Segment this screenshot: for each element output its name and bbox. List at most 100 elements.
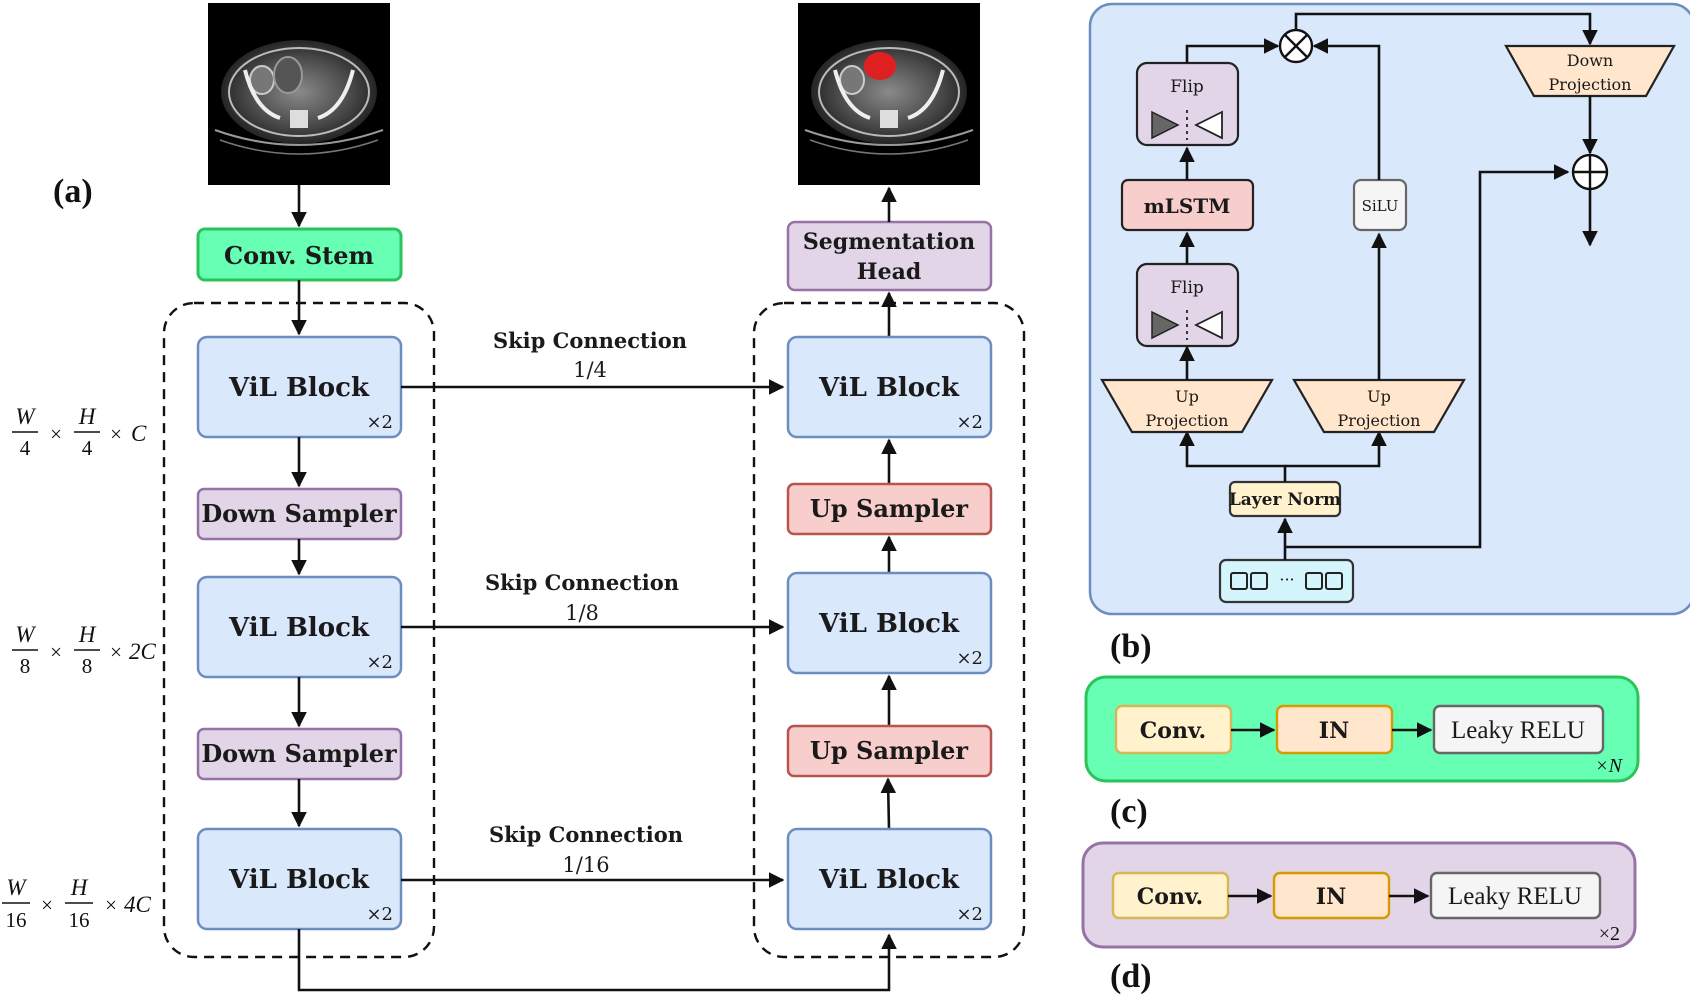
up-projection-right: Up Projection — [1292, 378, 1466, 434]
svg-text:IN: IN — [1319, 718, 1349, 744]
output-segmentation-image — [798, 3, 980, 185]
panel-label-b: (b) — [1110, 628, 1152, 665]
svg-text:H: H — [78, 622, 97, 647]
svg-text:×: × — [110, 422, 122, 446]
conv-box-d: Conv. — [1111, 871, 1230, 920]
up-projection-left: Up Projection — [1100, 378, 1274, 434]
repeat-label: ×2 — [366, 904, 393, 925]
svg-text:Flip: Flip — [1170, 77, 1204, 97]
flip-upper: Flip — [1135, 61, 1240, 147]
svg-text:W: W — [6, 875, 27, 900]
vil-block-label: ViL Block — [228, 613, 370, 643]
down-sampler-detail-panel: Conv. IN Leaky RELU ×2 — [1081, 841, 1637, 949]
svg-text:Up: Up — [1367, 387, 1391, 406]
encoder-vil-block-3: ViL Block ×2 — [196, 827, 403, 931]
repeat-n-label: ×N — [1595, 755, 1623, 777]
svg-text:W: W — [15, 622, 36, 647]
vil-block-label: ViL Block — [228, 865, 370, 895]
encoder-vil-block-2: ViL Block ×2 — [196, 575, 403, 679]
layer-norm-box: Layer Norm — [1229, 480, 1341, 518]
repeat-label: ×2 — [366, 652, 393, 673]
down-projection: Down Projection — [1504, 44, 1676, 98]
encoder-down-sampler-2: Down Sampler — [196, 727, 403, 781]
skip-connection-2: Skip Connection 1/8 — [401, 570, 785, 635]
svg-text:Layer Norm: Layer Norm — [1229, 490, 1341, 510]
conv-stem-label: Conv. Stem — [224, 241, 374, 270]
svg-text:Up Sampler: Up Sampler — [810, 494, 969, 523]
svg-text:W: W — [15, 404, 36, 429]
add-icon — [1571, 153, 1609, 191]
svg-text:H: H — [78, 404, 97, 429]
svg-text:mLSTM: mLSTM — [1144, 194, 1231, 218]
panel-label-d: (d) — [1110, 958, 1152, 994]
svg-text:Projection: Projection — [1338, 411, 1421, 430]
silu-box: SiLU — [1352, 178, 1408, 232]
svg-text:4C: 4C — [124, 892, 152, 917]
svg-text:8: 8 — [20, 654, 31, 678]
skip-connection-1: Skip Connection 1/4 — [401, 328, 785, 395]
svg-text:×: × — [50, 640, 62, 664]
token-sequence: ··· — [1218, 558, 1355, 604]
conv-box-c: Conv. — [1114, 704, 1233, 755]
svg-text:4: 4 — [20, 436, 31, 460]
down-sampler-label: Down Sampler — [201, 499, 397, 528]
svg-text:4: 4 — [82, 436, 93, 460]
svg-text:Leaky RELU: Leaky RELU — [1448, 883, 1582, 910]
svg-text:×: × — [50, 422, 62, 446]
svg-text:1/8: 1/8 — [565, 601, 599, 625]
svg-text:Flip: Flip — [1170, 278, 1204, 298]
svg-text:Head: Head — [857, 259, 921, 285]
conv-stem-detail-panel: Conv. IN Leaky RELU ×N — [1084, 675, 1640, 783]
svg-text:2C: 2C — [129, 639, 157, 664]
vil-block-detail-panel: ··· Layer Norm Up Projection Up Projecti… — [1088, 2, 1690, 616]
multiply-icon — [1278, 28, 1314, 64]
instance-norm-box-c: IN — [1275, 704, 1394, 755]
encoder-down-sampler-1: Down Sampler — [196, 487, 403, 541]
dim-label-3: W 16 × H 16 × 4C — [2, 875, 152, 932]
svg-text:ViL Block: ViL Block — [818, 609, 960, 639]
svg-text:×: × — [110, 640, 122, 664]
mlstm-box: mLSTM — [1120, 178, 1255, 232]
svg-text:×2: ×2 — [956, 904, 983, 925]
svg-text:Conv.: Conv. — [1140, 718, 1206, 744]
svg-text:Conv.: Conv. — [1137, 884, 1203, 910]
svg-text:C: C — [131, 421, 147, 446]
svg-text:IN: IN — [1316, 884, 1346, 910]
svg-text:1/16: 1/16 — [562, 853, 609, 877]
svg-text:16: 16 — [6, 908, 27, 932]
repeat-2-label: ×2 — [1599, 923, 1620, 945]
flip-lower: Flip — [1135, 262, 1240, 348]
conv-stem-box: Conv. Stem — [196, 227, 403, 282]
panel-label-c: (c) — [1110, 793, 1148, 830]
svg-text:ViL Block: ViL Block — [818, 373, 960, 403]
bottleneck-connection — [297, 929, 897, 992]
svg-text:Skip Connection: Skip Connection — [493, 328, 687, 353]
decoder-vil-block-3: ViL Block ×2 — [786, 827, 993, 931]
svg-text:×: × — [105, 893, 117, 917]
dim-label-1: W 4 × H 4 × C — [12, 404, 147, 460]
svg-text:Down: Down — [1567, 51, 1613, 70]
vil-block-label: ViL Block — [228, 373, 370, 403]
svg-text:H: H — [70, 875, 89, 900]
input-ct-image — [208, 3, 390, 185]
svg-text:×: × — [41, 893, 53, 917]
svg-text:SiLU: SiLU — [1362, 197, 1399, 215]
decoder-vil-block-1: ViL Block ×2 — [786, 335, 993, 439]
svg-text:×2: ×2 — [956, 412, 983, 433]
svg-text:16: 16 — [69, 908, 90, 932]
leaky-relu-box-c: Leaky RELU — [1432, 704, 1605, 755]
svg-text:Up: Up — [1175, 387, 1199, 406]
svg-text:Leaky RELU: Leaky RELU — [1451, 717, 1585, 744]
svg-text:Projection: Projection — [1146, 411, 1229, 430]
svg-text:8: 8 — [82, 654, 93, 678]
svg-text:Skip Connection: Skip Connection — [485, 570, 679, 595]
decoder-up-sampler-1: Up Sampler — [786, 482, 993, 536]
segmentation-head: Segmentation Head — [786, 220, 993, 292]
decoder-vil-block-2: ViL Block ×2 — [786, 571, 993, 675]
svg-text:Projection: Projection — [1549, 75, 1632, 94]
svg-text:Segmentation: Segmentation — [803, 229, 975, 255]
dim-label-2: W 8 × H 8 × 2C — [12, 622, 157, 678]
svg-text:×2: ×2 — [956, 648, 983, 669]
leaky-relu-box-d: Leaky RELU — [1429, 871, 1602, 920]
